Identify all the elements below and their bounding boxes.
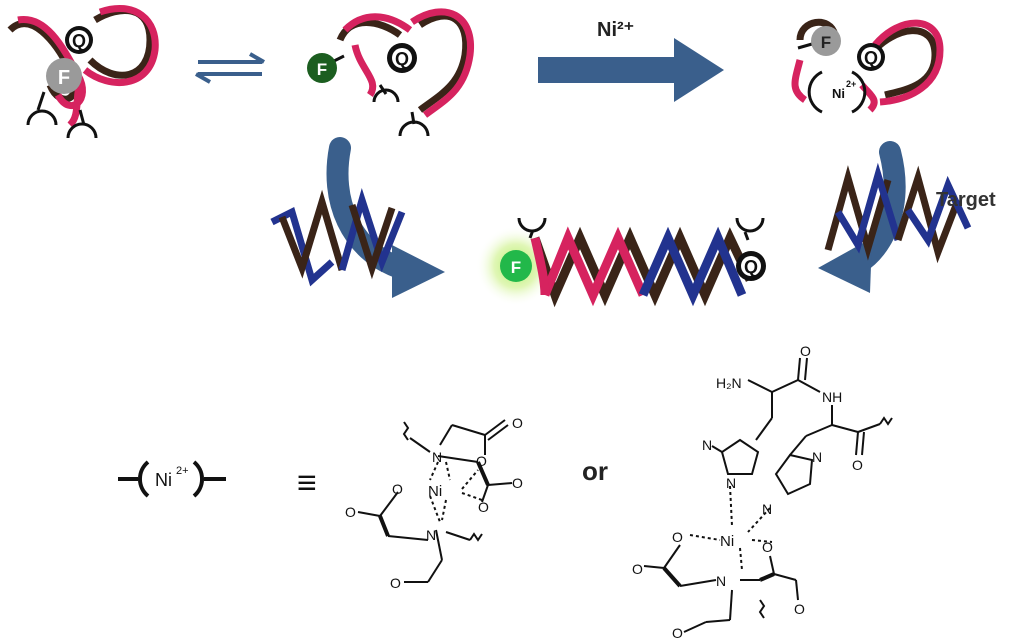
equivalent-symbol: ≡ (297, 464, 317, 502)
duplex-helix (476, 217, 766, 308)
atom-o: O (390, 575, 401, 591)
atom-n: N (726, 475, 736, 491)
equilibrium-arrows (195, 52, 265, 84)
target-label: Target (936, 189, 996, 211)
quencher-label: Q (744, 257, 758, 277)
target-strand-left (270, 187, 406, 287)
atom-ni: Ni (720, 533, 734, 550)
fluorophore-label: F (511, 258, 521, 277)
nta-nickel-structure (357, 419, 513, 583)
fluorophore-label: F (58, 67, 70, 89)
nickel-charge-label: 2+ (846, 79, 856, 89)
quencher-label: Q (395, 49, 409, 69)
atom-o: O (512, 415, 523, 431)
hairpin-closed-1 (7, 4, 159, 139)
nickel-ion-label: Ni (832, 86, 845, 101)
atom-o: O (794, 601, 805, 617)
nickel-symbol-label: Ni (155, 470, 172, 490)
nickel-arrow (538, 38, 724, 102)
atom-nh: NH (822, 389, 842, 405)
fluorophore-label: F (821, 33, 831, 52)
atom-n: N (716, 573, 726, 589)
fluorophore-quenched-circle (811, 26, 841, 56)
atom-o: O (476, 453, 487, 469)
fluorophore-label: F (317, 60, 327, 79)
atom-n: N (426, 527, 436, 543)
hairpin-locked-3 (791, 18, 944, 114)
fluorophore-quenched-circle (46, 58, 82, 94)
atom-o: O (852, 457, 863, 473)
atom-o: O (672, 529, 683, 545)
quencher-label: Q (864, 48, 878, 68)
quencher-label: Q (72, 31, 86, 51)
atom-n: N (762, 501, 772, 517)
atom-n: N (702, 437, 712, 453)
nickel-arrow-label: Ni²⁺ (597, 19, 634, 41)
atom-o: O (345, 504, 356, 520)
histidine-nickel-structure (643, 357, 893, 633)
atom-o: O (632, 561, 643, 577)
target-strand-right (824, 162, 972, 264)
nickel-symbol-charge: 2+ (176, 465, 189, 477)
atom-o: O (478, 499, 489, 515)
atom-o: O (512, 475, 523, 491)
atom-o: O (800, 343, 811, 359)
atom-o: O (762, 539, 773, 555)
fluorophore-dark-circle (307, 53, 337, 83)
curved-arrow-right (818, 141, 906, 293)
atom-n: N (812, 449, 822, 465)
atom-ni: Ni (428, 483, 442, 500)
hairpin-open-2 (307, 8, 475, 137)
atom-n: N (432, 449, 442, 465)
atom-o: O (672, 625, 683, 641)
nickel-symbol (118, 460, 226, 498)
or-label: or (582, 456, 608, 486)
atom-o: O (392, 481, 403, 497)
atom-nh2: H₂N (716, 375, 742, 391)
fluorophore-bright-circle (500, 250, 532, 282)
